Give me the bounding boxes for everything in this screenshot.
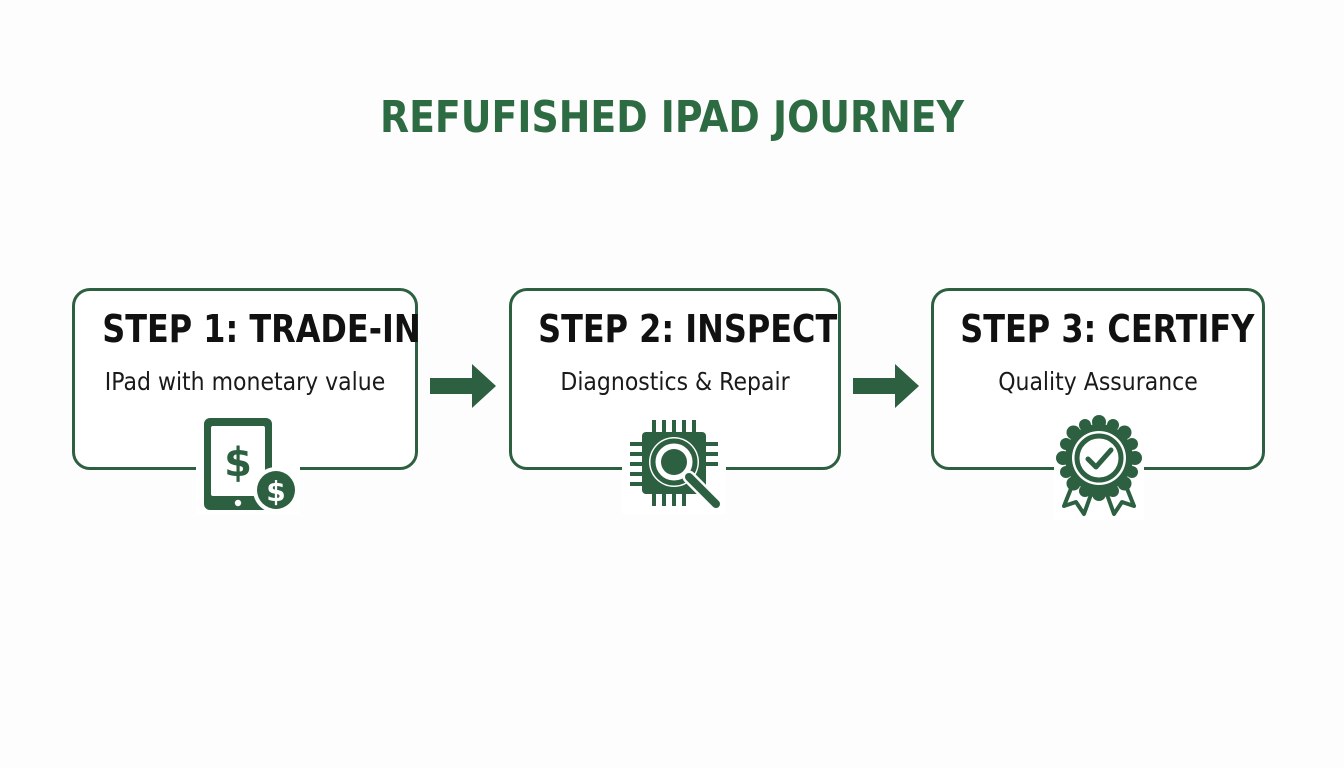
step-3-subtitle: Quality Assurance xyxy=(998,367,1198,396)
step-1-subtitle: IPad with monetary value xyxy=(104,367,386,396)
svg-text:$: $ xyxy=(266,475,285,508)
step-2-title: STEP 2: INSPECT xyxy=(538,307,838,351)
arrow-right-icon xyxy=(430,364,496,408)
step-1-title: STEP 1: TRADE-IN xyxy=(102,307,421,351)
step-2-subtitle: Diagnostics & Repair xyxy=(560,367,790,396)
step-3-title: STEP 3: CERTIFY xyxy=(960,307,1255,351)
chip-magnifier-icon xyxy=(622,414,726,514)
certified-badge-icon xyxy=(1054,414,1144,520)
svg-text:$: $ xyxy=(224,440,252,486)
tablet-dollar-icon: $ $ xyxy=(196,412,300,514)
diagram-title: REFUFISHED IPAD JOURNEY xyxy=(379,92,965,143)
arrow-right-icon xyxy=(853,364,919,408)
